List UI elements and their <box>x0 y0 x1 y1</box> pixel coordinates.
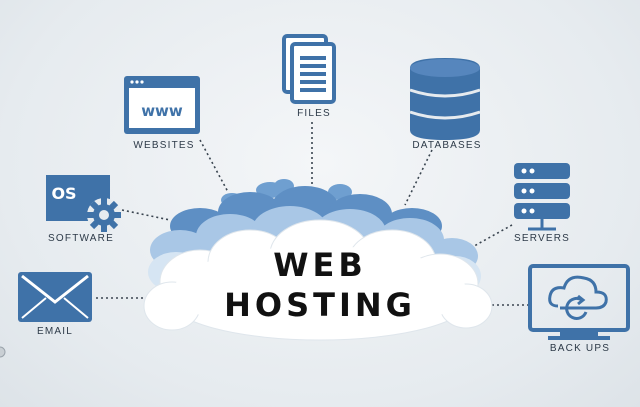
label-backups: BACK UPS <box>549 343 611 354</box>
label-servers: SERVERS <box>513 233 570 244</box>
label-websites: WEBSITES <box>133 140 195 151</box>
edge-circle-icon <box>0 346 6 358</box>
connector-lines <box>96 122 528 306</box>
browser-www-text: www <box>141 102 183 120</box>
cloud-icon <box>548 275 608 310</box>
document-stack-icon <box>282 34 336 104</box>
center-title-line2: HOSTING <box>224 286 416 324</box>
connector-software <box>121 209 171 221</box>
connector-databases <box>404 149 433 206</box>
server-rack-icon <box>514 163 570 231</box>
cloud-cluster <box>143 179 493 341</box>
os-gear-icon: OS <box>46 175 121 232</box>
connector-websites <box>199 139 229 193</box>
label-files: FILES <box>297 108 331 119</box>
center-title-line1: WEB <box>273 246 367 284</box>
envelope-icon <box>18 272 92 322</box>
monitor-backup-icon <box>528 264 630 340</box>
label-email: EMAIL <box>36 326 73 337</box>
label-databases: DATABASES <box>412 140 482 151</box>
label-software: SOFTWARE <box>48 233 114 244</box>
database-icon <box>409 58 481 140</box>
backup-arrow-icon <box>565 294 588 320</box>
gear-icon <box>87 198 121 232</box>
os-text: OS <box>51 184 76 203</box>
browser-window-icon: www <box>124 76 200 134</box>
